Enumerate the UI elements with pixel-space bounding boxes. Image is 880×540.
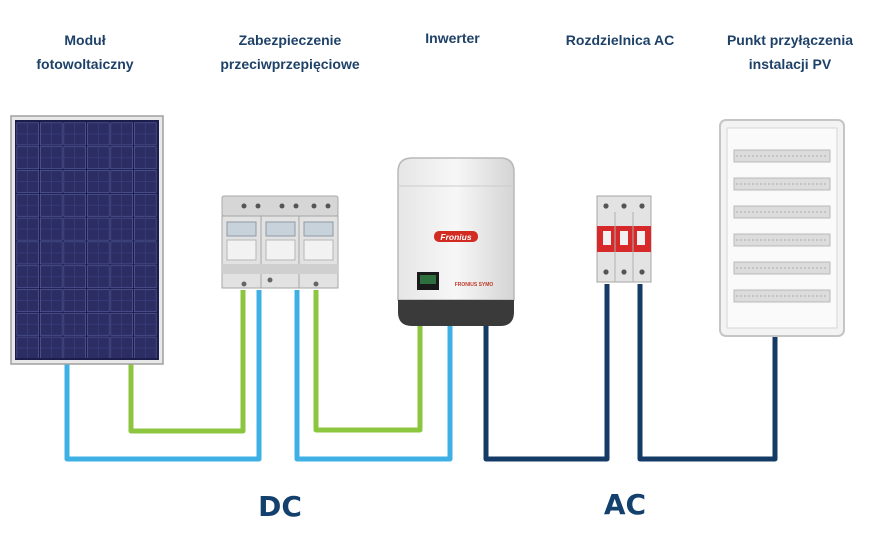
circuit-breaker-icon: [596, 195, 652, 283]
label-inverter-line1: Inwerter: [425, 30, 480, 46]
ac-wire-1: [483, 284, 610, 462]
dc-section-label: DC: [258, 490, 302, 523]
surge-protector-icon: [221, 195, 339, 289]
dc-wire-blue-1: [64, 290, 262, 462]
ac-wire-2: [637, 284, 778, 462]
ac-section-label: AC: [603, 488, 647, 521]
label-connection-line1: Punkt przyłączenia: [726, 32, 854, 48]
label-pv-module-line2: fotowoltaiczny: [36, 56, 134, 72]
label-surge-line2: przeciwprzepięciowe: [220, 56, 360, 72]
label-inverter: Inwerter: [395, 26, 510, 50]
label-switchboard-line1: Rozdzielnica AC: [565, 32, 675, 48]
label-pv-module: Moduł fotowoltaiczny: [20, 28, 150, 76]
dc-wire-green-2: [313, 290, 423, 433]
label-connection-line2: instalacji PV: [748, 56, 832, 72]
label-surge-protection: Zabezpieczenie przeciwprzepięciowe: [200, 28, 380, 76]
solar-panel-icon: [10, 115, 164, 365]
label-connection-point: Punkt przyłączenia instalacji PV: [705, 28, 875, 76]
dc-wire-green-1: [128, 290, 246, 434]
inverter-icon: Fronius FRONIUS SYMO: [397, 157, 515, 326]
label-pv-module-line1: Moduł: [64, 32, 106, 48]
inverter-model-text: FRONIUS SYMO: [455, 282, 494, 288]
label-ac-switchboard: Rozdzielnica AC: [545, 28, 695, 52]
inverter-brand-text: Fronius: [440, 232, 471, 242]
distribution-board-icon: [719, 119, 845, 337]
dc-wire-blue-2: [294, 290, 453, 462]
label-surge-line1: Zabezpieczenie: [238, 32, 342, 48]
